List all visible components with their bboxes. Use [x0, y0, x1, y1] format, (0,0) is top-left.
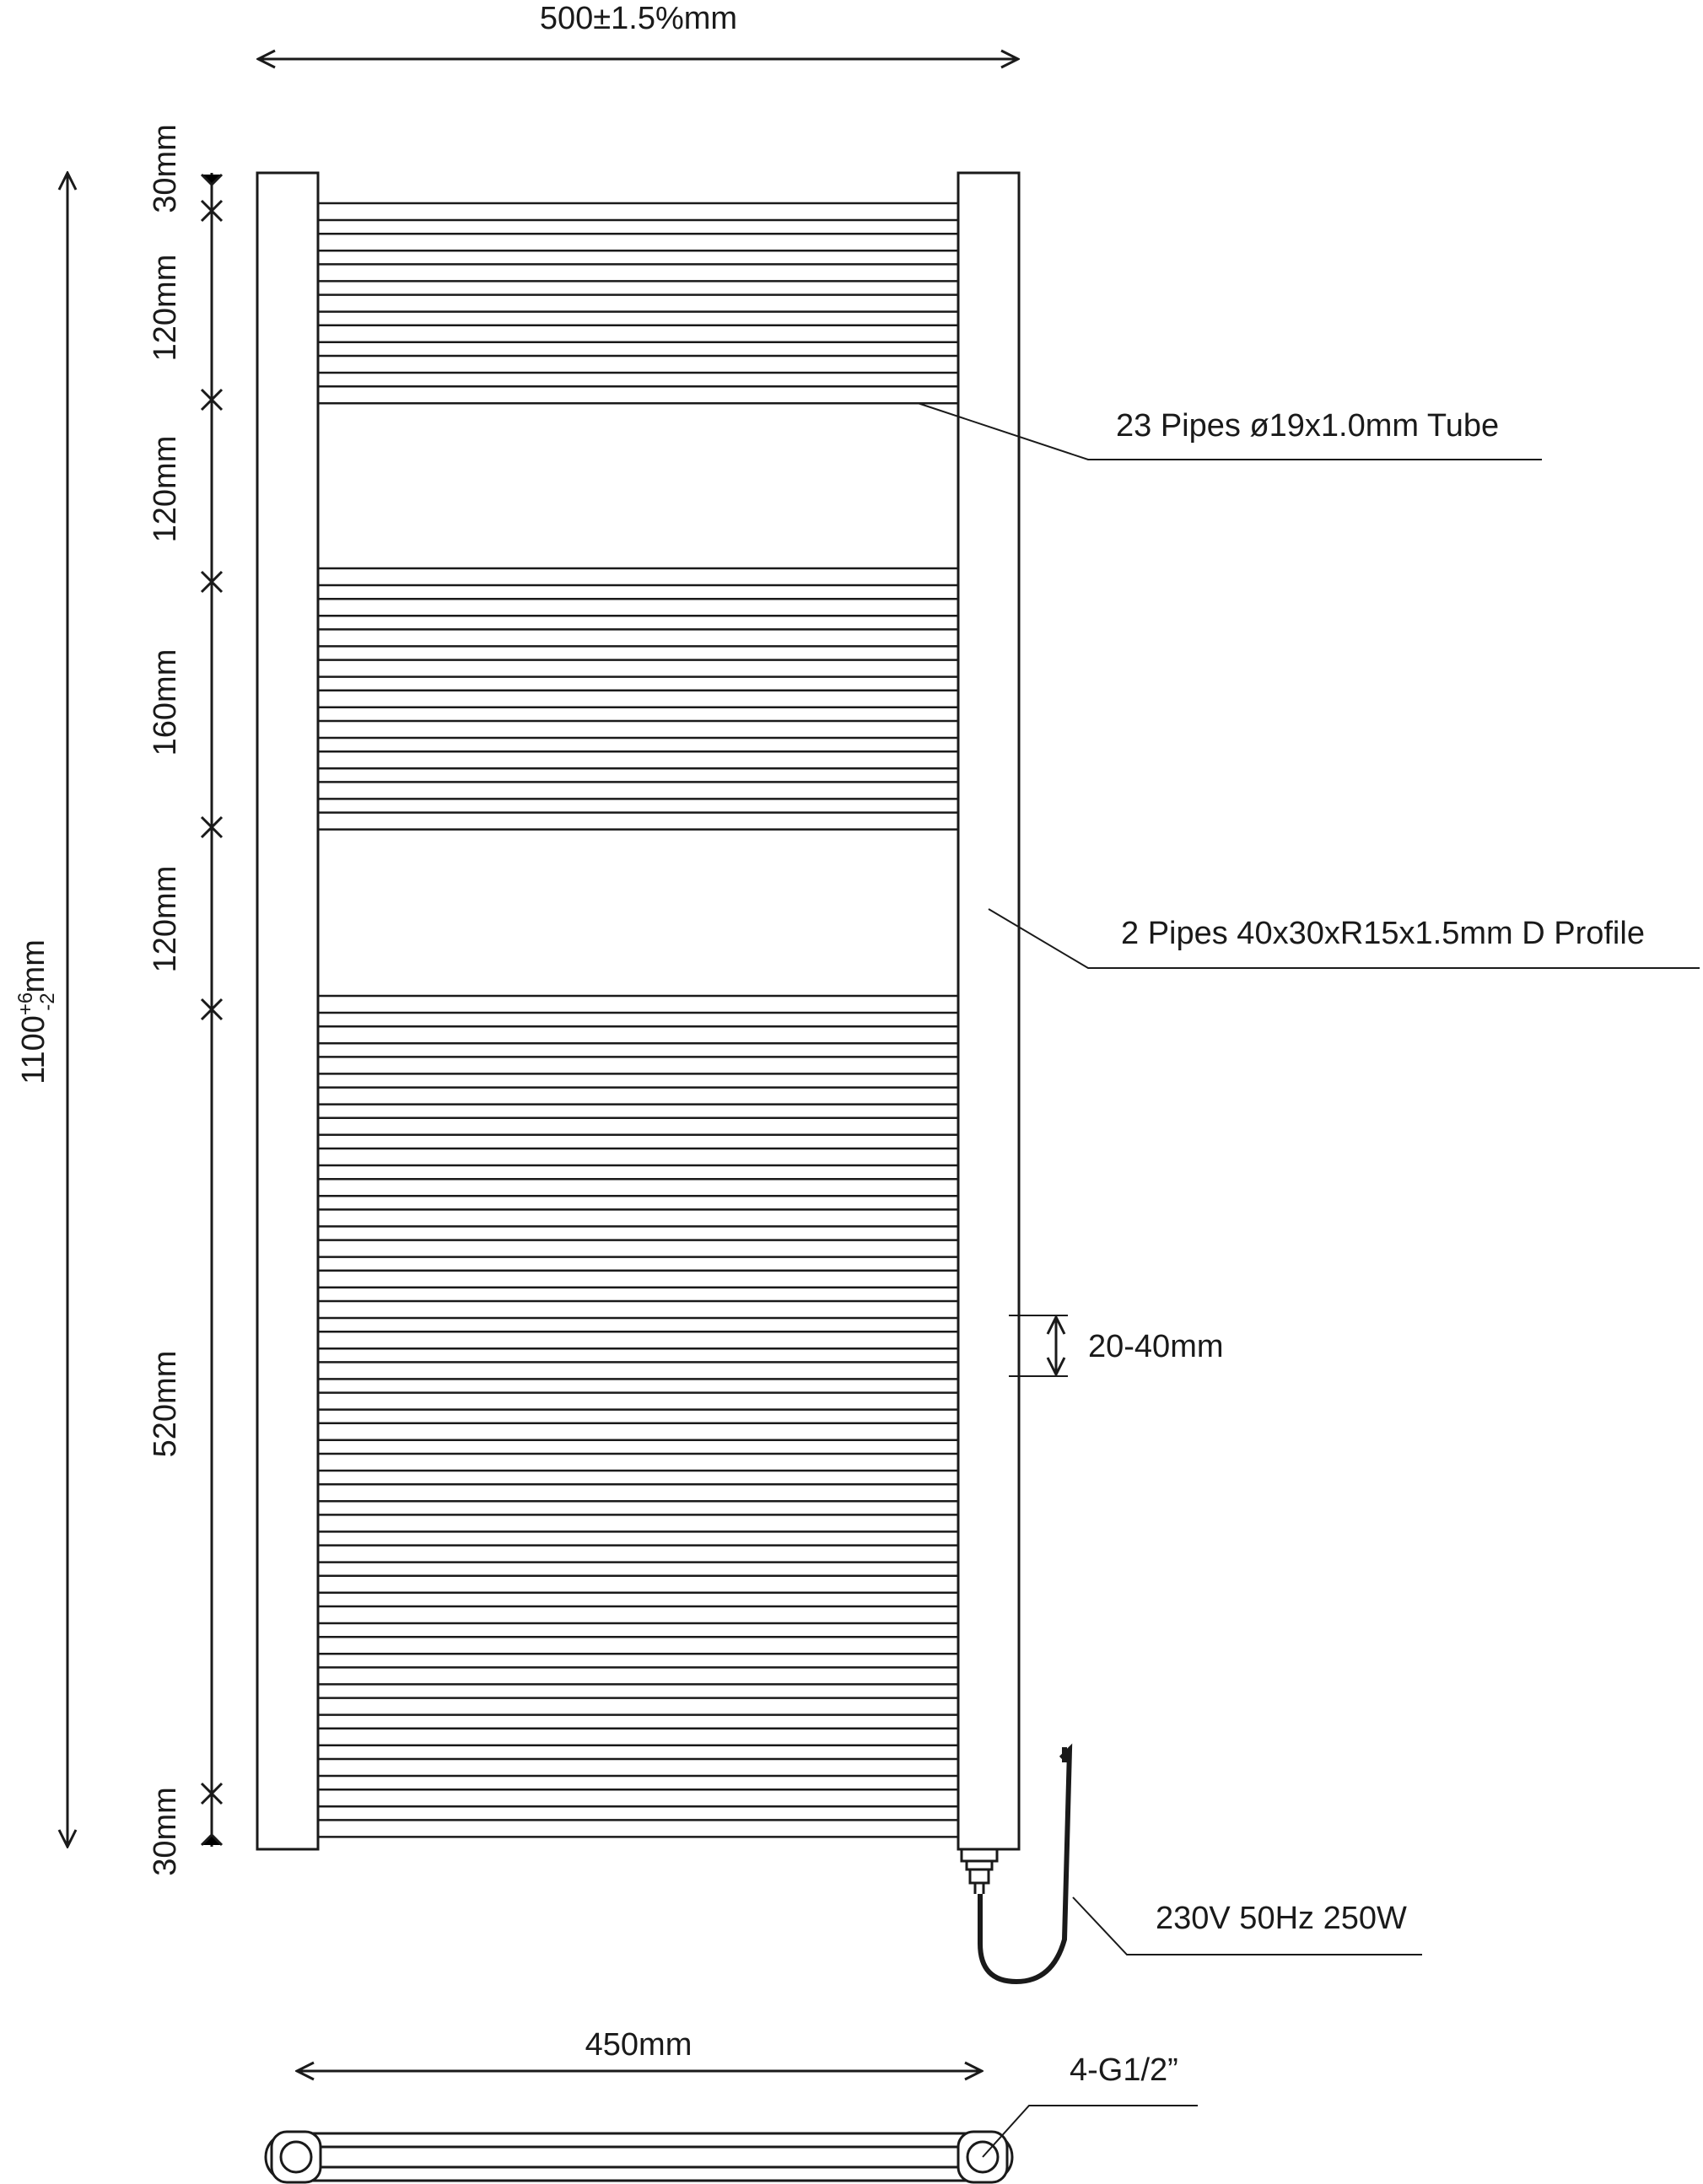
power-cable: [978, 1743, 1073, 1985]
horizontal-tubes: [318, 202, 958, 1838]
dim-label-160: 160mm: [148, 649, 183, 756]
profile-callout-label: 2 Pipes 40x30xR15x1.5mm D Profile: [1121, 916, 1645, 951]
dim-label-520: 520mm: [148, 1351, 183, 1458]
overall-height-dimension: 1100+6-2mm: [14, 173, 67, 1847]
center-distance-label: 450mm: [585, 2027, 693, 2063]
profile-callout: 2 Pipes 40x30xR15x1.5mm D Profile: [988, 908, 1700, 969]
segment-dimensions: 30mm 120mm 120mm 160mm 120mm 520mm 30mm: [148, 124, 224, 1876]
center-distance-dimension: 450mm: [297, 2027, 982, 2071]
dim-label-top-30: 30mm: [148, 124, 183, 213]
bottom-view-outline: [264, 2132, 1014, 2182]
dim-label-120-b: 120mm: [148, 436, 183, 543]
power-callout-label: 230V 50Hz 250W: [1156, 1901, 1407, 1936]
left-vertical-profile: [256, 171, 320, 1851]
gap-dimension: 20-40mm: [1009, 1315, 1224, 1377]
gap-dimension-label: 20-40mm: [1088, 1329, 1224, 1364]
tube-callout: 23 Pipes ø19x1.0mm Tube: [917, 402, 1542, 460]
overall-height-label: 1100+6-2mm: [14, 939, 59, 1084]
connection-callout: 4-G1/2”: [982, 2052, 1198, 2158]
dimension-tick-marks: [200, 173, 224, 1847]
dim-label-120-c: 120mm: [148, 866, 183, 973]
tube-callout-label: 23 Pipes ø19x1.0mm Tube: [1116, 408, 1499, 444]
connection-callout-label: 4-G1/2”: [1070, 2052, 1178, 2088]
overall-width-label: 500±1.5%mm: [540, 1, 737, 36]
radiator-bottom-view: [264, 2130, 1014, 2184]
left-connection-port: [279, 2140, 313, 2174]
overall-width-dimension: 500±1.5%mm: [258, 1, 1018, 59]
radiator-front-view: [256, 171, 1021, 1851]
dim-label-bottom-30: 30mm: [148, 1787, 183, 1876]
dim-label-120-a: 120mm: [148, 255, 183, 362]
right-connection-port: [966, 2140, 1000, 2174]
power-callout: 230V 50Hz 250W: [1072, 1896, 1422, 1955]
heating-element-connector: [960, 1848, 999, 1894]
right-vertical-profile: [957, 171, 1021, 1851]
